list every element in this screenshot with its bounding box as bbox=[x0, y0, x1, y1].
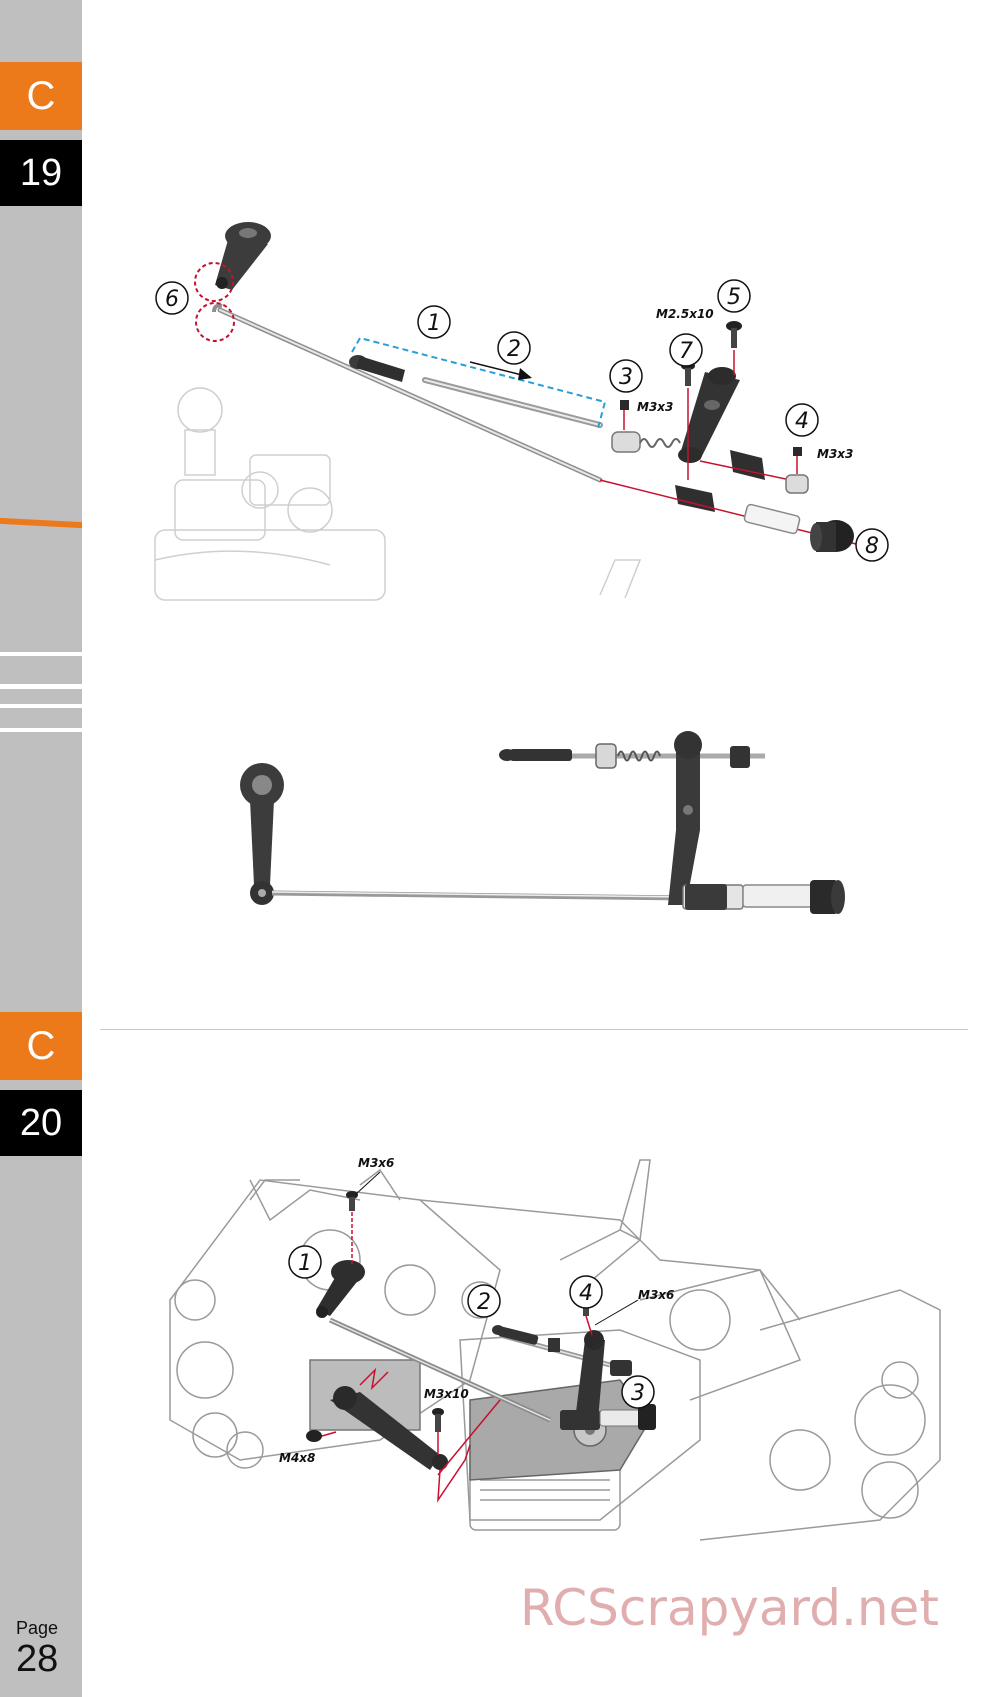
figure-20-install-view: 1 2 4 3 M3x6 M3x6 M3x10 M4x8 bbox=[169, 1156, 941, 1541]
figure-19-background-chassis bbox=[154, 387, 642, 601]
callout-20-1: 1 bbox=[288, 1245, 322, 1279]
svg-text:1: 1 bbox=[427, 311, 441, 336]
section-divider bbox=[100, 1029, 968, 1030]
svg-text:2: 2 bbox=[507, 337, 521, 362]
servo-horn bbox=[316, 1260, 365, 1318]
callout-19-1: 1 bbox=[417, 305, 451, 339]
knurled-nut bbox=[810, 520, 854, 552]
step-19-number: 19 bbox=[0, 140, 82, 206]
screw-m2-5x10 bbox=[726, 321, 742, 375]
callout-19-7: 7 bbox=[669, 333, 703, 367]
step-20-number: 20 bbox=[0, 1090, 82, 1156]
step-20-letter: C bbox=[0, 1012, 82, 1080]
hw-label-m4x8: M4x8 bbox=[279, 1451, 315, 1465]
callout-20-2: 2 bbox=[467, 1284, 501, 1318]
svg-text:3: 3 bbox=[631, 1381, 645, 1406]
set-screw bbox=[793, 447, 802, 456]
screw-m4x8 bbox=[306, 1430, 337, 1442]
figure-19-assembled-view bbox=[240, 731, 845, 914]
figure-20-chassis bbox=[169, 1159, 941, 1541]
steering-arm bbox=[330, 1392, 440, 1470]
collar bbox=[611, 431, 641, 453]
svg-text:2: 2 bbox=[477, 1290, 491, 1315]
callout-19-3: 3 bbox=[609, 359, 643, 393]
watermark: RCScrapyard.net bbox=[520, 1579, 939, 1637]
svg-text:4: 4 bbox=[579, 1281, 593, 1306]
screw-m3x6 bbox=[346, 1191, 358, 1265]
svg-text:3: 3 bbox=[619, 365, 633, 390]
page-number: 28 bbox=[16, 1638, 59, 1680]
sidebar-divider-stripe bbox=[0, 652, 82, 656]
svg-text:7: 7 bbox=[679, 339, 693, 364]
collar bbox=[785, 474, 809, 494]
hw-label-m3x10: M3x10 bbox=[424, 1387, 469, 1401]
callout-19-6: 6 bbox=[155, 281, 189, 315]
connection-highlight bbox=[195, 302, 235, 342]
mount-post bbox=[730, 450, 765, 480]
sidebar bbox=[0, 0, 82, 1697]
connection-highlight bbox=[194, 262, 234, 302]
callout-20-4: 4 bbox=[569, 1275, 603, 1309]
sidebar-divider-stripe bbox=[0, 728, 82, 732]
callout-19-5: 5 bbox=[717, 279, 751, 313]
hw-label-m3x3: M3x3 bbox=[817, 447, 853, 461]
hw-label-m3x6: M3x6 bbox=[358, 1156, 394, 1170]
callout-19-8: 8 bbox=[855, 528, 889, 562]
svg-text:5: 5 bbox=[727, 285, 741, 310]
ball-end bbox=[349, 355, 405, 382]
bellcrank-arm bbox=[560, 1330, 656, 1430]
step-19-letter: C bbox=[0, 62, 82, 130]
callout-20-3: 3 bbox=[621, 1375, 655, 1409]
svg-text:4: 4 bbox=[795, 409, 809, 434]
screw-m3x10 bbox=[432, 1408, 444, 1455]
sidebar-divider-stripe bbox=[0, 684, 82, 689]
servo-horn bbox=[215, 222, 271, 290]
hw-label-m2-5x10: M2.5x10 bbox=[656, 307, 714, 321]
assembly-bracket bbox=[351, 336, 607, 429]
svg-text:8: 8 bbox=[865, 534, 879, 559]
sidebar-divider-stripe bbox=[0, 704, 82, 708]
svg-text:1: 1 bbox=[298, 1251, 312, 1276]
page-label: Page bbox=[16, 1618, 59, 1638]
tube bbox=[743, 503, 801, 535]
hw-label-m3x3: M3x3 bbox=[637, 400, 673, 414]
direction-arrowhead bbox=[518, 368, 532, 380]
hw-label-m3x6: M3x6 bbox=[638, 1288, 674, 1302]
set-screw bbox=[620, 400, 629, 410]
figure-19-exploded-view: 6 1 2 3 7 5 4 8 M2.5x10 M3x3 M3x3 bbox=[154, 222, 889, 601]
bellcrank-arm bbox=[678, 367, 740, 463]
callout-19-4: 4 bbox=[785, 403, 819, 437]
callout-19-2: 2 bbox=[497, 331, 531, 365]
svg-text:6: 6 bbox=[165, 287, 179, 312]
spring bbox=[639, 438, 681, 448]
mount-post bbox=[675, 485, 715, 512]
